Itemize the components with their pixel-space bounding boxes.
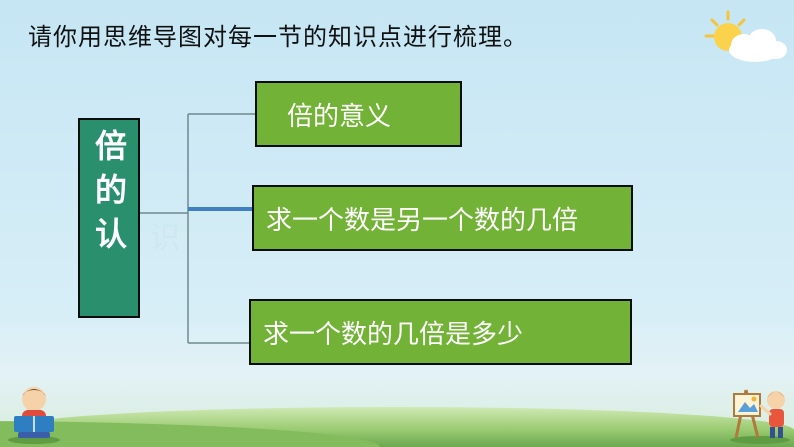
root-char-3: 认 <box>94 215 127 253</box>
sun-cloud-icon <box>700 8 790 68</box>
root-ghost-char: 识 <box>150 221 180 256</box>
child-painting-icon <box>728 376 792 447</box>
branch-node-1: 倍的意义 <box>255 81 462 147</box>
child-reading-icon <box>6 384 62 447</box>
root-char-1: 倍 <box>94 127 127 165</box>
branch-label-3: 求一个数的几倍是多少 <box>263 319 524 350</box>
instruction-title: 请你用思维导图对每一节的知识点进行梳理。 <box>28 23 528 51</box>
root-char-2: 的 <box>94 171 127 209</box>
branch-label-2: 求一个数是另一个数的几倍 <box>266 205 579 236</box>
branch-node-3: 求一个数的几倍是多少 <box>249 299 632 365</box>
branch-node-2: 求一个数是另一个数的几倍 <box>252 185 633 251</box>
branch-label-1: 倍的意义 <box>287 101 392 132</box>
root-node: 倍 的 认 <box>78 118 140 318</box>
